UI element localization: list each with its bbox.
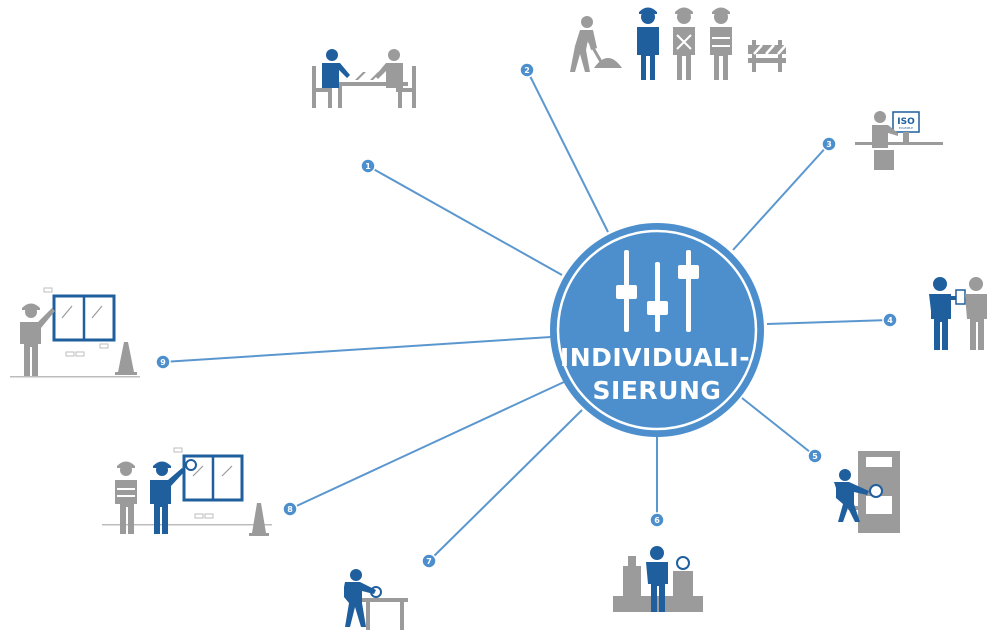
iso-badge-text: ISO xyxy=(897,117,915,127)
spoke-3 xyxy=(732,143,830,251)
production-line-icon xyxy=(613,546,703,612)
consultation-icon xyxy=(929,277,987,350)
spoke-7 xyxy=(428,409,583,562)
spokes xyxy=(162,69,891,562)
window-installation-team-icon xyxy=(102,447,272,536)
meeting-icon xyxy=(312,49,416,108)
node-2[interactable]: 2 xyxy=(519,62,535,78)
spoke-8 xyxy=(289,381,565,510)
machine-operator-icon xyxy=(834,451,900,533)
computer-work-iso-icon: ISO EXAMPLE xyxy=(855,111,943,170)
construction-workers-icon xyxy=(570,7,787,80)
node-6-label: 6 xyxy=(654,516,660,525)
node-7[interactable]: 7 xyxy=(421,553,437,569)
hub: INDIVIDUALI- SIERUNG xyxy=(550,223,764,437)
node-5-label: 5 xyxy=(812,452,818,461)
spoke-4 xyxy=(766,319,891,325)
spoke-1 xyxy=(367,165,563,276)
node-8[interactable]: 8 xyxy=(282,501,298,517)
sliders-icon xyxy=(616,250,699,332)
node-6[interactable]: 6 xyxy=(649,512,665,528)
node-3-label: 3 xyxy=(826,140,832,149)
node-7-label: 7 xyxy=(426,557,432,566)
node-4[interactable]: 4 xyxy=(882,312,898,328)
node-4-label: 4 xyxy=(887,316,893,325)
iso-badge-sub: EXAMPLE xyxy=(899,126,913,130)
spoke-2 xyxy=(526,69,609,233)
workbench-icon xyxy=(344,569,408,630)
node-1-label: 1 xyxy=(365,162,371,171)
node-9[interactable]: 9 xyxy=(155,354,171,370)
window-installation-icon xyxy=(10,287,140,378)
node-3[interactable]: 3 xyxy=(821,136,837,152)
spoke-5 xyxy=(741,397,816,457)
node-1[interactable]: 1 xyxy=(360,158,376,174)
node-markers: 1 2 3 4 5 6 7 8 xyxy=(155,62,898,569)
node-9-label: 9 xyxy=(160,358,166,367)
hub-ring xyxy=(556,229,758,431)
hub-title-line1: INDIVIDUALI- xyxy=(560,343,750,372)
spoke-9 xyxy=(162,336,552,363)
node-8-label: 8 xyxy=(287,505,293,514)
node-5[interactable]: 5 xyxy=(807,448,823,464)
hub-title-line2: SIERUNG xyxy=(593,376,722,405)
node-2-label: 2 xyxy=(524,66,530,75)
